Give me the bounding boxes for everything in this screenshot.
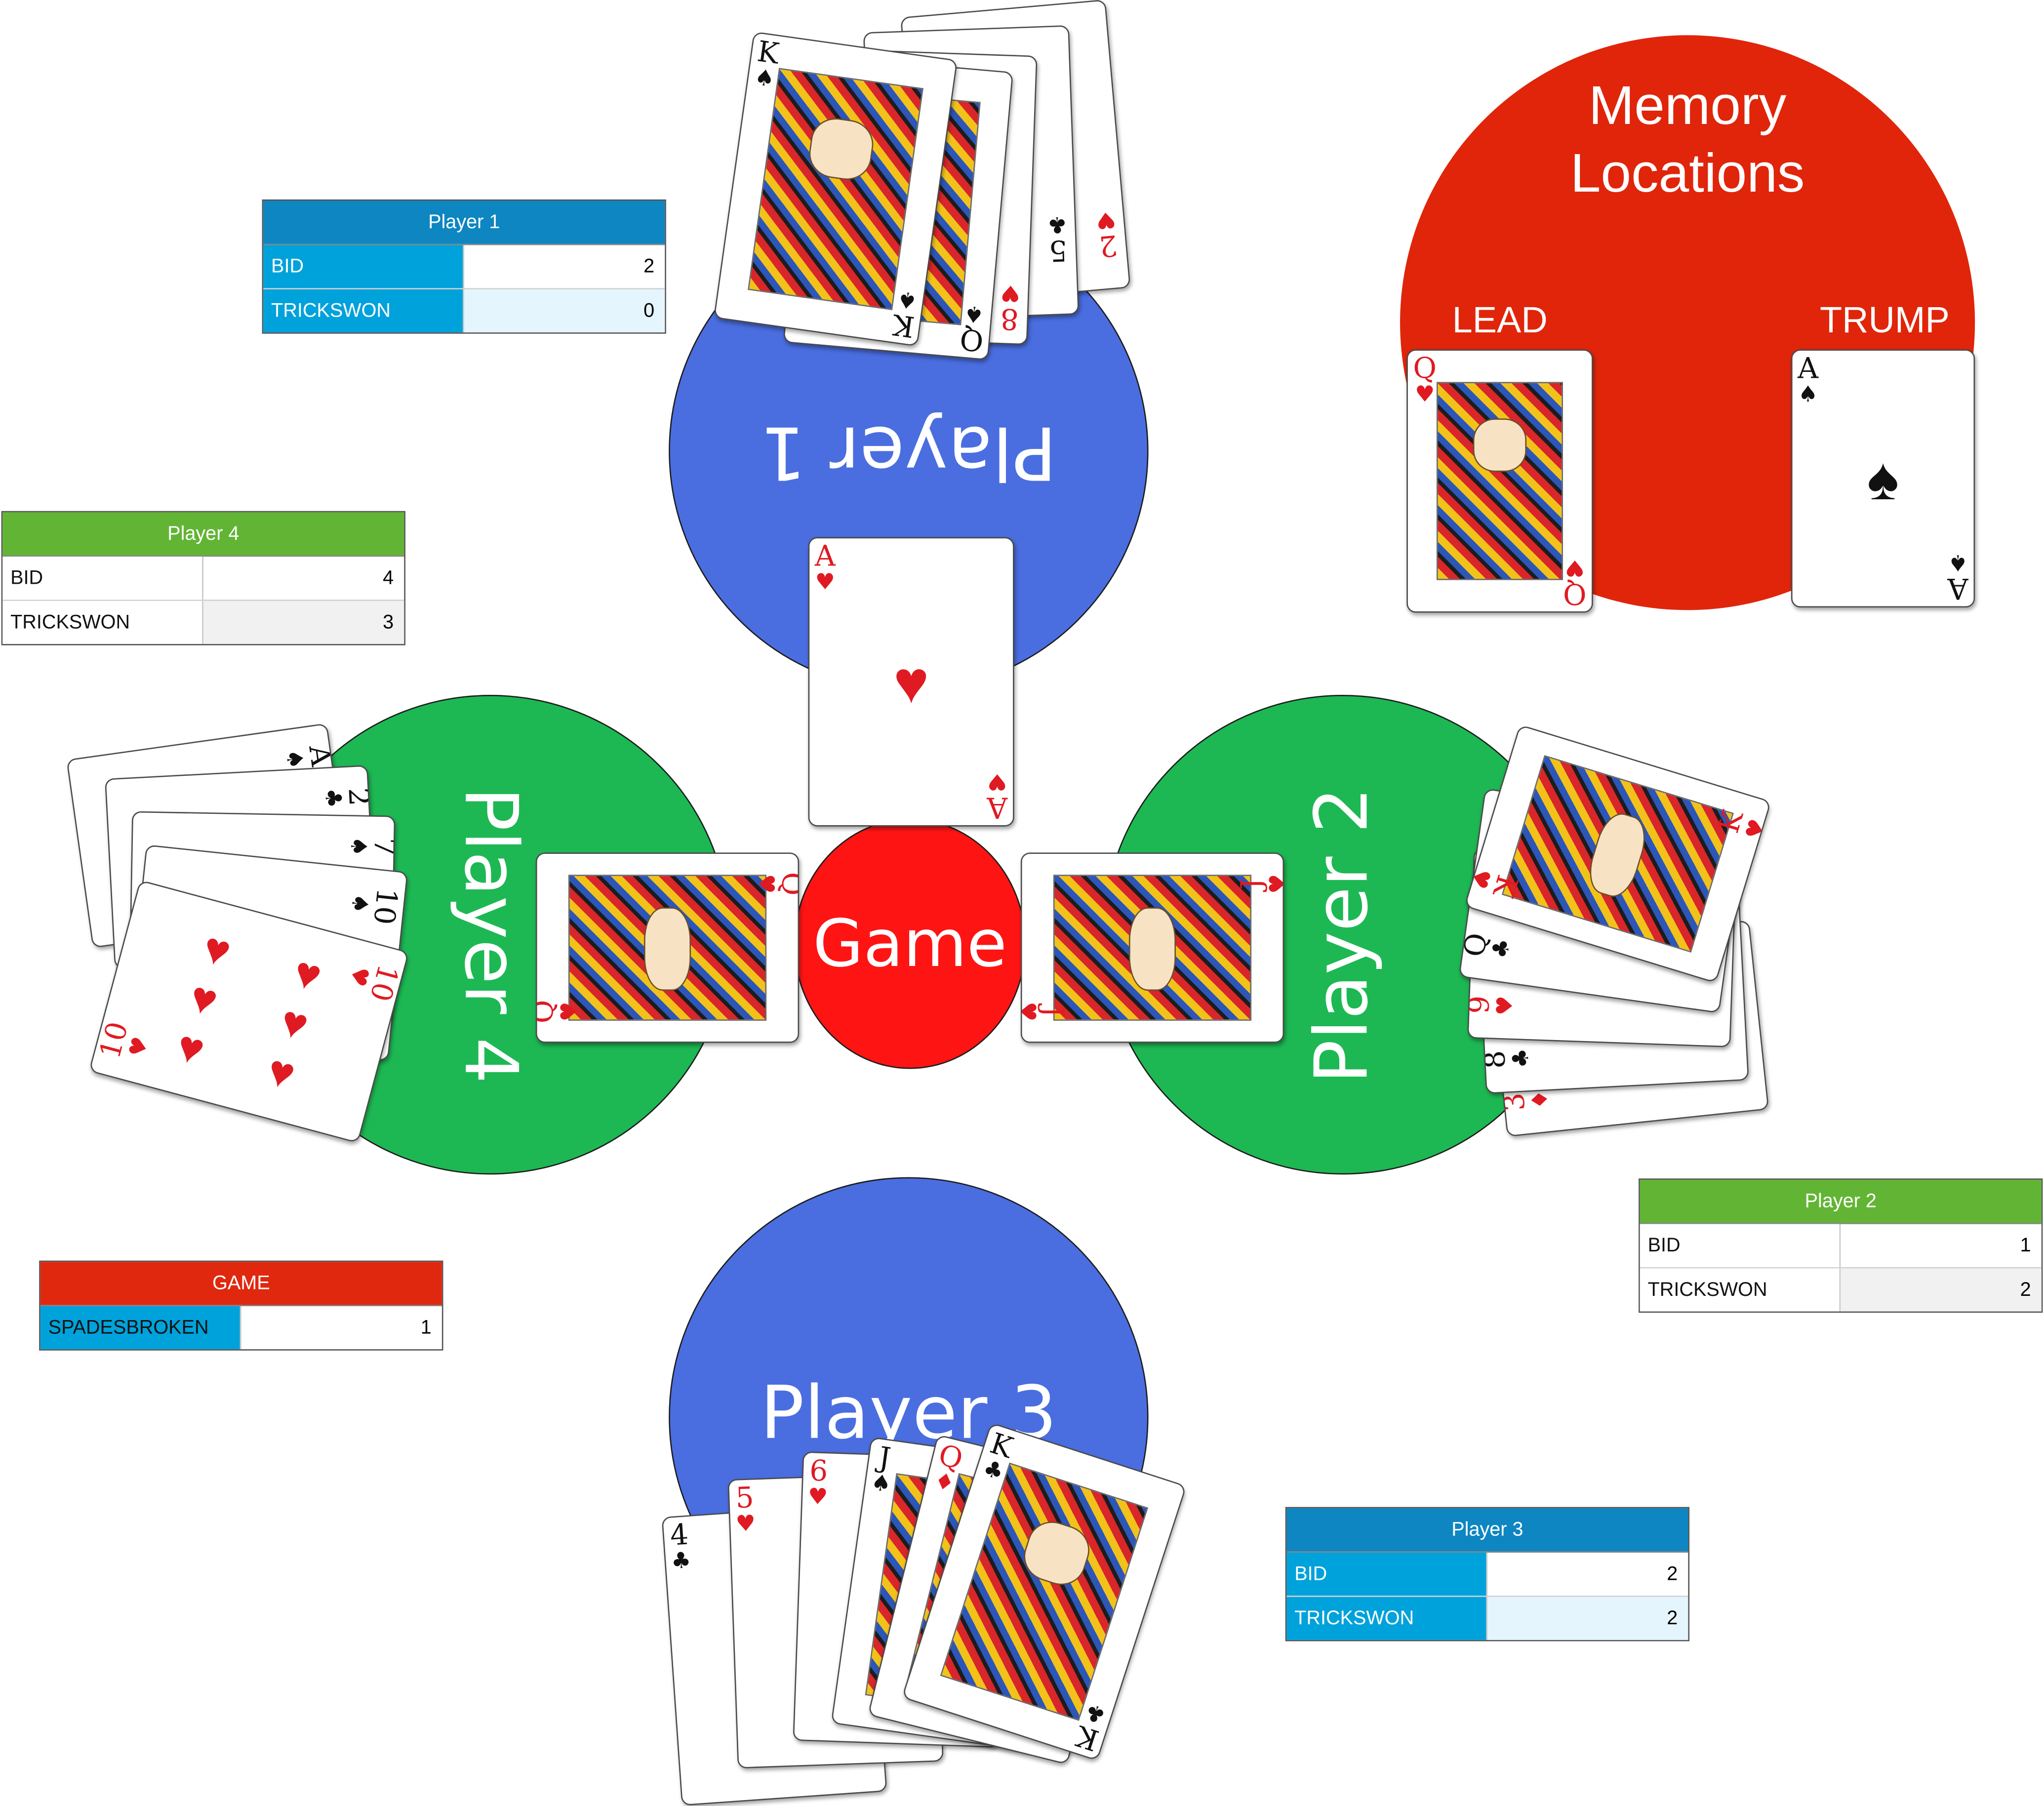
p1-hand-card-king-spades[interactable]: K♠ K♠	[713, 31, 958, 347]
player-1-label: Player 1	[760, 408, 1057, 494]
player-2-label: Player 2	[1300, 786, 1385, 1084]
table-title: Player 2	[1640, 1179, 2042, 1224]
lead-label: LEAD	[1452, 300, 1548, 340]
game-circle: Game	[794, 818, 1026, 1069]
memory-title-line1: Memory	[1588, 74, 1787, 136]
trump-card-slot: A♠ ♠ A♠	[1791, 349, 1975, 608]
spades-game-diagram: Memory Locations LEAD TRUMP Player 1 Pla…	[0, 0, 2044, 1748]
table-title: Player 1	[263, 201, 665, 245]
table-title: GAME	[40, 1262, 442, 1306]
played-card-player-2: J♥ J♥	[1020, 852, 1284, 1043]
table-title: Player 4	[2, 512, 404, 557]
table-title: Player 3	[1286, 1508, 1688, 1553]
played-card-player-1: A♥ ♥ A♥	[808, 537, 1014, 827]
played-card-player-4: Q♥ Q♥	[535, 852, 800, 1043]
memory-title-line2: Locations	[1570, 142, 1805, 203]
trump-label: TRUMP	[1820, 300, 1950, 340]
lead-card-slot: Q♥ Q♥	[1406, 349, 1593, 613]
memory-locations-title: Memory Locations	[1400, 72, 1975, 207]
game-label: Game	[813, 906, 1007, 982]
player-4-label: Player 4	[447, 786, 533, 1084]
